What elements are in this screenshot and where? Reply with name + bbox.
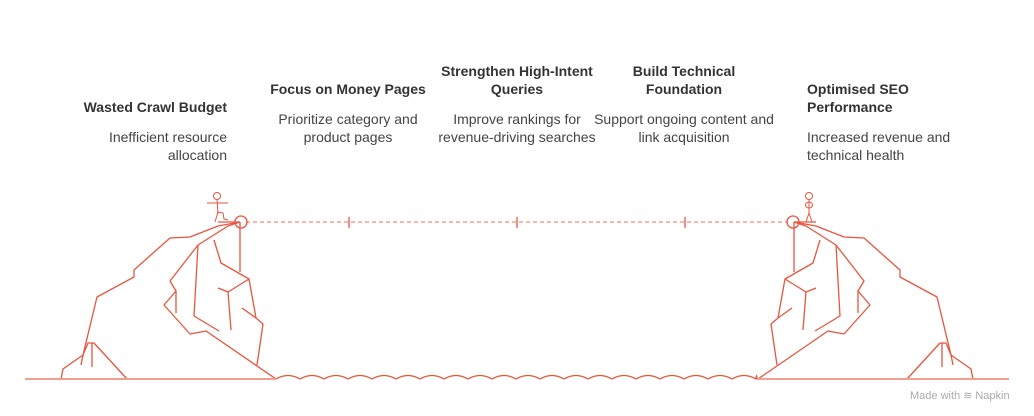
step-description: Prioritize category and product pages xyxy=(278,111,418,145)
step-title: Strengthen High-Intent Queries xyxy=(441,63,593,97)
napkin-logo-icon: ≋ xyxy=(963,390,973,402)
step-description: Improve rankings for revenue-driving sea… xyxy=(438,111,596,145)
step-optimised-seo: Optimised SEO Performance Increased reve… xyxy=(807,80,967,164)
napkin-branding[interactable]: Made with ≋ Napkin xyxy=(910,389,1010,403)
step-wasted-crawl-budget: Wasted Crawl Budget Inefficient resource… xyxy=(47,98,227,164)
step-title: Optimised SEO Performance xyxy=(807,81,909,115)
step-strengthen-queries: Strengthen High-Intent Queries Improve r… xyxy=(427,62,607,146)
start-anchor xyxy=(234,215,248,229)
brand-name: Napkin xyxy=(975,389,1010,402)
step-description: Inefficient resource allocation xyxy=(108,129,227,163)
step-title: Build Technical Foundation xyxy=(632,63,736,97)
stick-figure-right xyxy=(805,192,813,223)
end-anchor xyxy=(786,215,800,229)
step-focus-money-pages: Focus on Money Pages Prioritize category… xyxy=(258,80,438,146)
stick-figure-left xyxy=(207,192,229,223)
step-build-foundation: Build Technical Foundation Support ongoi… xyxy=(594,62,774,146)
step-title: Focus on Money Pages xyxy=(270,81,426,97)
step-title: Wasted Crawl Budget xyxy=(83,99,227,115)
left-cliff xyxy=(60,221,277,380)
step-description: Increased revenue and technical health xyxy=(807,129,951,163)
water-waves xyxy=(275,374,758,380)
step-description: Support ongoing content and link acquisi… xyxy=(594,111,774,145)
made-with-label: Made with xyxy=(910,389,961,402)
